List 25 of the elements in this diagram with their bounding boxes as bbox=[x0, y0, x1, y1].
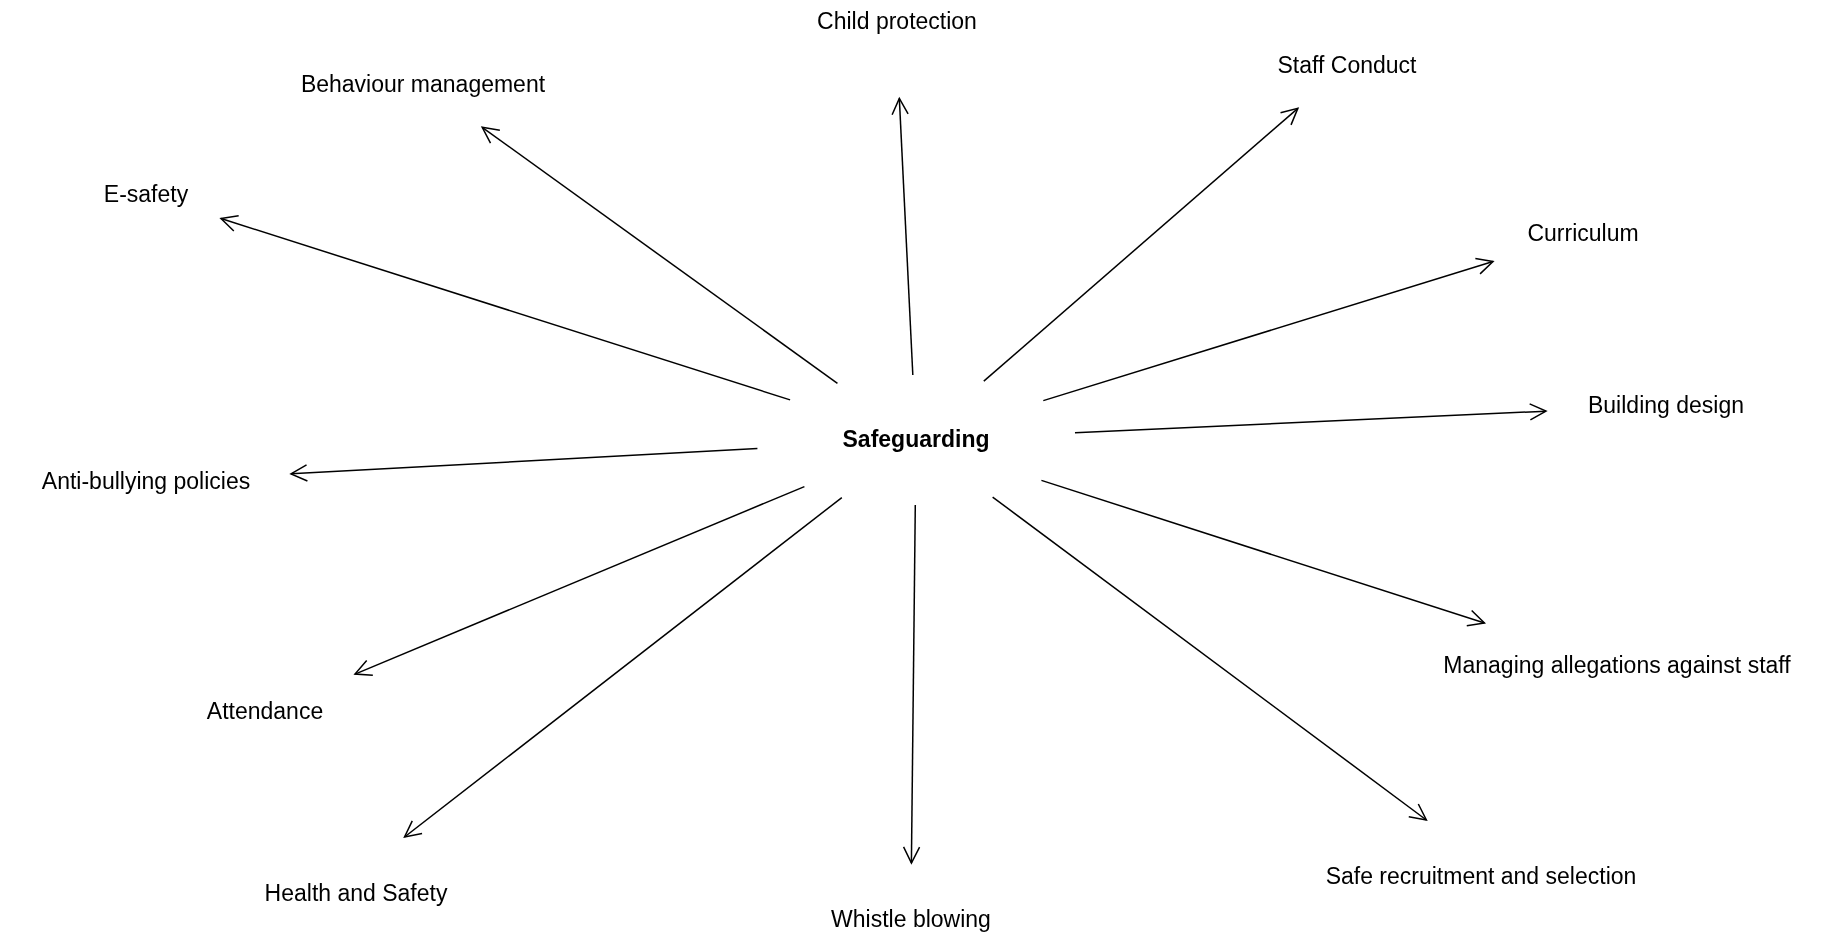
topic-label: Managing allegations against staff bbox=[1443, 651, 1791, 680]
topic-label: Anti-bullying policies bbox=[41, 467, 251, 496]
topic-label: Curriculum bbox=[1527, 219, 1639, 248]
topic-label: E-safety bbox=[103, 180, 189, 209]
arrow bbox=[354, 485, 806, 677]
topic-label: Safe recruitment and selection bbox=[1325, 862, 1637, 891]
central-topic: Safeguarding bbox=[842, 425, 990, 455]
topic-label: Staff Conduct bbox=[1277, 51, 1417, 80]
arrow bbox=[481, 126, 839, 385]
arrow bbox=[991, 496, 1428, 821]
topic-label: Whistle blowing bbox=[831, 905, 991, 934]
arrow bbox=[902, 504, 921, 864]
arrow bbox=[220, 215, 791, 401]
arrow bbox=[891, 97, 914, 376]
arrow bbox=[1074, 403, 1547, 434]
arrow bbox=[290, 447, 759, 482]
arrow bbox=[1040, 479, 1486, 627]
arrow bbox=[983, 107, 1299, 382]
topic-label: Building design bbox=[1588, 391, 1744, 420]
topic-label: Child protection bbox=[817, 7, 977, 36]
arrow bbox=[1042, 257, 1494, 402]
topic-label: Behaviour management bbox=[300, 70, 546, 99]
topic-label: Health and Safety bbox=[264, 879, 448, 908]
arrow bbox=[403, 496, 843, 838]
topic-label: Attendance bbox=[206, 697, 324, 726]
